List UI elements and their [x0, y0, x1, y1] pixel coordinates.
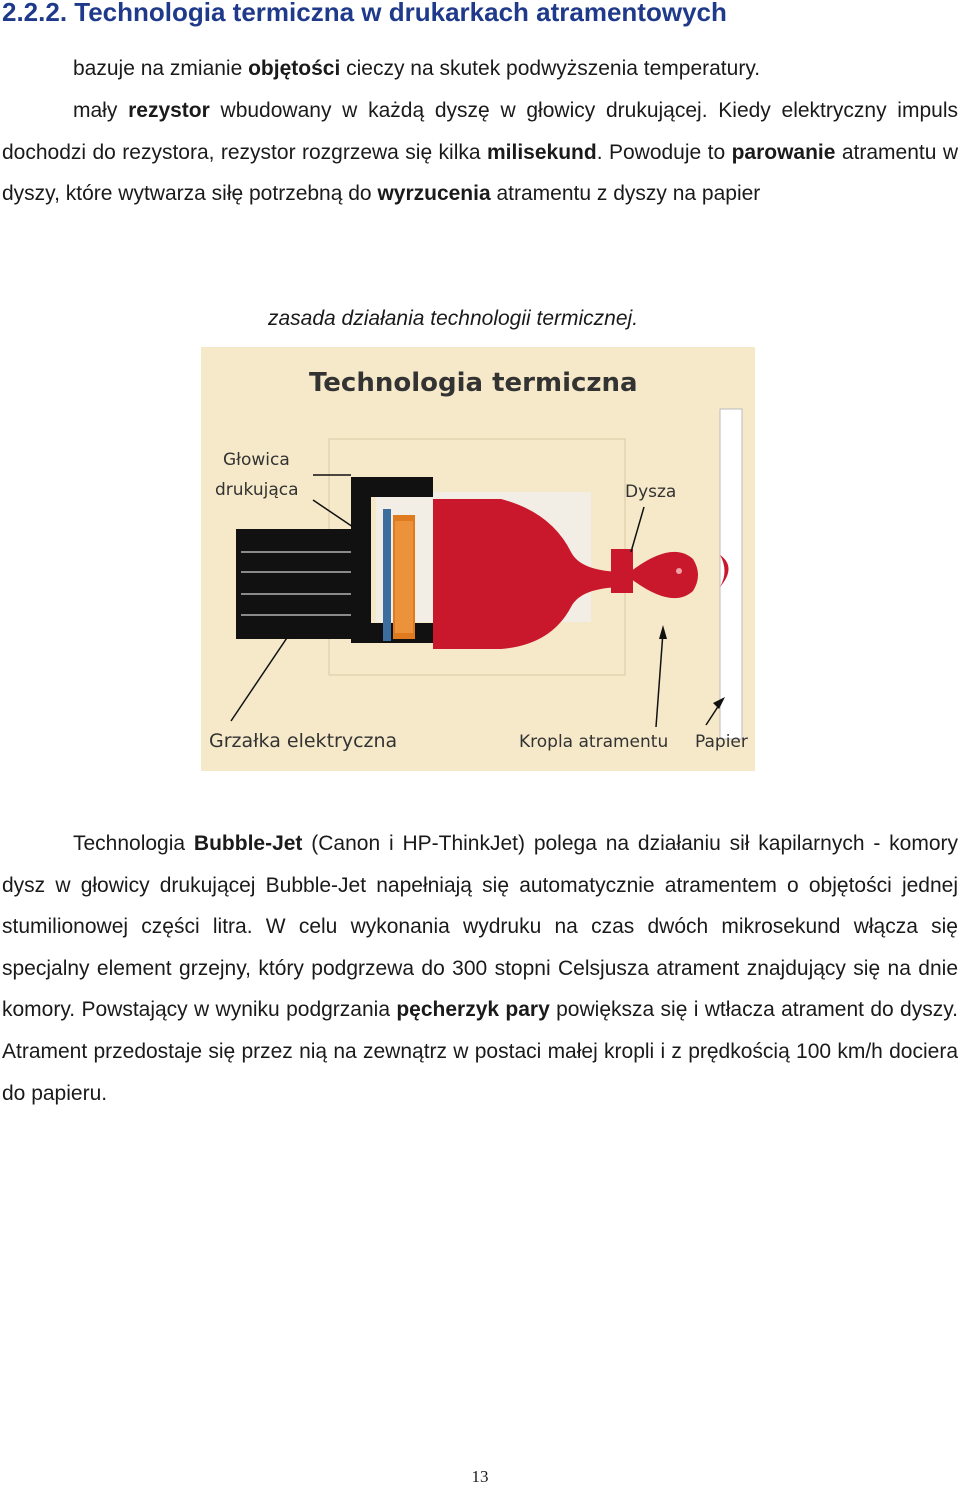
paper-strip	[719, 408, 743, 740]
head-frame	[351, 477, 433, 643]
intro-text: . Powoduje to	[596, 140, 732, 164]
page-number: 13	[471, 1467, 489, 1486]
label-heater: Grzałka elektryczna	[209, 730, 397, 752]
ink-splash	[720, 555, 729, 587]
head-connector	[236, 529, 354, 639]
label-nozzle: Dysza	[625, 482, 676, 502]
leader-line	[630, 506, 645, 553]
section-heading: 2.2.2. Technologia termiczna w drukarkac…	[2, 0, 727, 27]
label-drop: Kropla atramentu	[519, 732, 668, 752]
heater-plate	[383, 509, 391, 641]
leader-line	[312, 499, 357, 530]
bold-term: Bubble-Jet	[193, 832, 303, 855]
thermal-inkjet-diagram: Technologia termiczna	[201, 347, 755, 771]
body-text: powiększa się i wtłacza atrament do dysz…	[2, 998, 958, 1105]
intro-text: atramentu z dyszy na papier	[490, 182, 761, 206]
intro-text: wbudowany w każdą dyszę w głowicy drukuj…	[2, 99, 958, 164]
bold-term: pęcherzyk pary	[396, 998, 550, 1022]
figure-caption: zasada działania technologii termicznej.	[268, 307, 639, 330]
leader-line	[230, 616, 302, 722]
intro-text: mały	[73, 99, 129, 122]
bold-term: milisekund	[487, 140, 597, 164]
arrow-head	[659, 625, 667, 639]
label-head-line-1: Głowica	[223, 450, 290, 470]
leader-line	[655, 631, 664, 728]
ink-drop	[626, 551, 698, 599]
bold-term: parowanie	[731, 140, 836, 164]
intro-text: cieczy na skutek podwyższenia temperatur…	[340, 57, 761, 80]
label-paper: Papier	[695, 732, 748, 752]
body-text: (Canon i HP-ThinkJet) polega na działani…	[2, 832, 958, 1022]
heater-glow	[395, 521, 413, 633]
diagram-title: Technologia termiczna	[309, 368, 638, 398]
ink-chamber	[433, 499, 625, 649]
body-text: Technologia	[73, 832, 194, 855]
arrow-head	[713, 697, 725, 709]
nozzle-channel	[611, 549, 633, 593]
intro-text: bazuje na zmianie	[73, 57, 249, 80]
intro-text: atramentu w dyszy, które wytwarza siłę p…	[2, 140, 959, 206]
label-head-line-2: drukująca	[215, 480, 299, 500]
intro-paragraph: mały rezystor wbudowany w każdą dyszę w …	[2, 90, 958, 215]
bold-term: objętości	[248, 57, 341, 80]
bold-term: rezystor	[128, 99, 210, 122]
drop-highlight	[676, 568, 682, 574]
bubblejet-paragraph: Technologia Bubble-Jet (Canon i HP-Think…	[2, 823, 958, 1114]
bold-term: wyrzucenia	[377, 182, 491, 206]
intro-line-1: bazuje na zmianie objętości cieczy na sk…	[2, 48, 958, 90]
